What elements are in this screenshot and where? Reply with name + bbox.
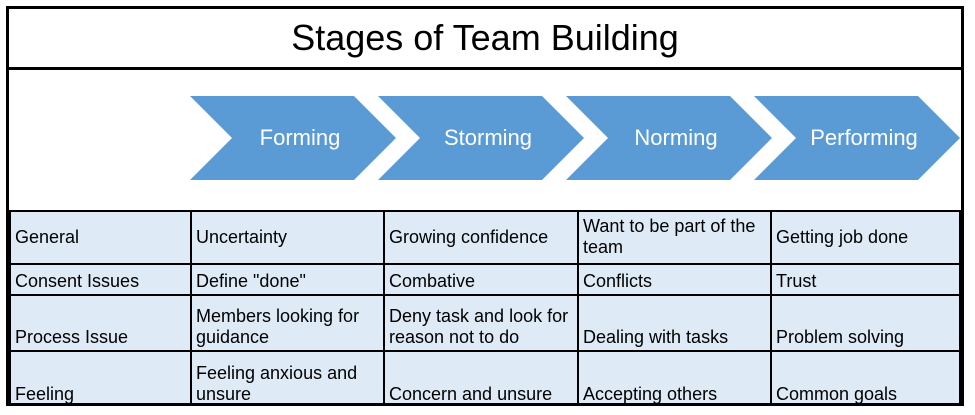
table-row-feeling: Feeling Feeling anxious and unsure Conce… — [9, 350, 961, 403]
row-header-cell: General — [9, 210, 192, 265]
table-cell: Combative — [383, 263, 579, 296]
stage-label-storming: Storming — [443, 125, 533, 150]
stage-label-forming: Forming — [259, 125, 341, 150]
title-bar: Stages of Team Building — [9, 9, 961, 70]
stage-chevron-forming: Forming — [190, 96, 396, 180]
row-header-cell: Feeling — [9, 350, 192, 403]
table-cell: Members looking for guidance — [190, 294, 385, 352]
table-cell: Deny task and look for reason not to do — [383, 294, 579, 352]
table-cell: Growing confidence — [383, 210, 579, 265]
table-cell: Want to be part of the team — [577, 210, 772, 265]
stage-label-norming: Norming — [634, 125, 718, 150]
table-cell: Problem solving — [770, 294, 961, 352]
table-cell: Define "done" — [190, 263, 385, 296]
stage-chevron-norming: Norming — [566, 96, 772, 180]
table-cell: Concern and unsure — [383, 350, 579, 403]
table-cell: Trust — [770, 263, 961, 296]
table-cell: Uncertainty — [190, 210, 385, 265]
table-cell: Feeling anxious and unsure — [190, 350, 385, 403]
stages-arrow-strip: Forming Storming Norming Performing — [9, 70, 961, 210]
table-cell: Accepting others — [577, 350, 772, 403]
stage-chevron-storming: Storming — [378, 96, 584, 180]
table-row-general: General Uncertainty Growing confidence W… — [9, 210, 961, 265]
slide-frame: Stages of Team Building Forming Storming… — [6, 6, 964, 406]
row-header-cell: Process Issue — [9, 294, 192, 352]
row-header-cell: Consent Issues — [9, 263, 192, 296]
page-title: Stages of Team Building — [291, 17, 679, 58]
stage-label-performing: Performing — [810, 125, 918, 150]
table-cell: Common goals — [770, 350, 961, 403]
table-cell: Dealing with tasks — [577, 294, 772, 352]
table-row-consent-issues: Consent Issues Define "done" Combative C… — [9, 263, 961, 296]
table-cell: Getting job done — [770, 210, 961, 265]
stage-chevron-performing: Performing — [754, 96, 960, 180]
table-cell: Conflicts — [577, 263, 772, 296]
stages-table: General Uncertainty Growing confidence W… — [9, 210, 961, 403]
table-row-process-issue: Process Issue Members looking for guidan… — [9, 294, 961, 352]
